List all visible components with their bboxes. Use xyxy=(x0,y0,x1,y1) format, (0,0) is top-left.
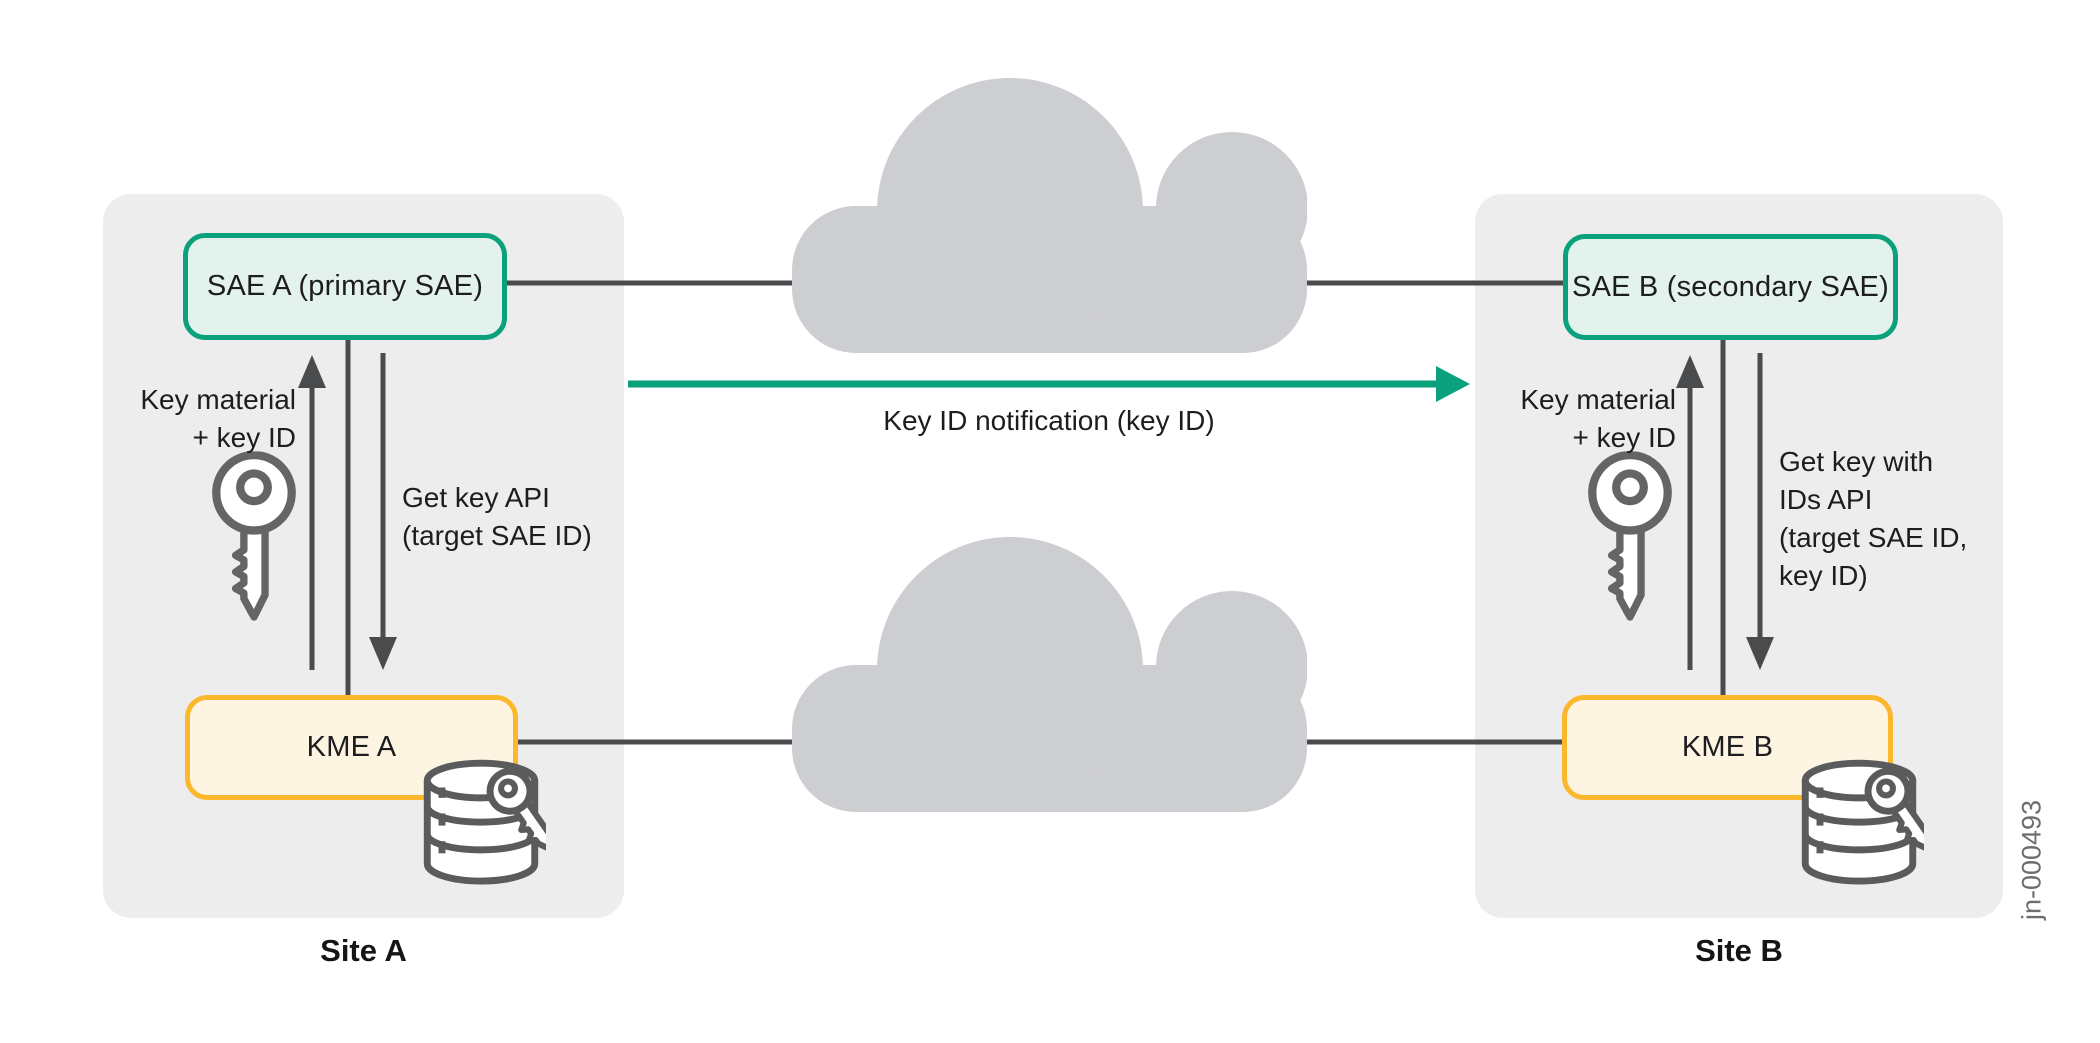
label-line: key ID) xyxy=(1779,560,1868,591)
kme-b-label: KME B xyxy=(1681,731,1774,763)
site-a-get-key-api-label: Get key API (target SAE ID) xyxy=(402,479,592,555)
key-id-notification-label: Key ID notification (key ID) xyxy=(883,405,1215,436)
site-b-title: Site B xyxy=(1695,933,1783,968)
label-line: Key material xyxy=(140,384,296,415)
site-a-up-arrow-head xyxy=(298,355,326,388)
sae-b-node: SAE B (secondary SAE) xyxy=(1563,234,1898,340)
key-icon xyxy=(208,450,300,646)
label-line: (target SAE ID, xyxy=(1779,522,1968,553)
site-b-key-material-label: Key material + key ID xyxy=(1476,381,1676,457)
label-line: Get key API xyxy=(402,482,550,513)
label-line: Get key with xyxy=(1779,446,1934,477)
sae-a-node: SAE A (primary SAE) xyxy=(183,233,507,340)
label-line: (target SAE ID) xyxy=(402,520,592,551)
site-a-down-arrow-head xyxy=(369,637,397,670)
site-b-up-arrow-head xyxy=(1676,355,1704,388)
key-icon xyxy=(1584,450,1676,646)
site-a-title: Site A xyxy=(320,933,407,968)
key-database-icon xyxy=(416,757,546,889)
label-line: + key ID xyxy=(192,422,296,453)
key-database-icon xyxy=(1794,757,1924,889)
site-a-key-material-label: Key material + key ID xyxy=(96,381,296,457)
cloud-icon xyxy=(792,537,1307,812)
cloud-icon xyxy=(792,78,1307,353)
sae-b-label: SAE B (secondary SAE) xyxy=(1572,270,1889,303)
site-b-get-key-with-ids-api-label: Get key with IDs API (target SAE ID, key… xyxy=(1779,443,1967,595)
site-b-down-arrow-head xyxy=(1746,637,1774,670)
sae-a-label: SAE A (primary SAE) xyxy=(206,270,484,302)
label-line: + key ID xyxy=(1572,422,1676,453)
label-line: IDs API xyxy=(1779,484,1873,515)
kme-a-label: KME A xyxy=(306,731,397,763)
green-arrow-head xyxy=(1436,366,1470,402)
figure-id-label: jn-000493 xyxy=(2016,799,2047,921)
label-line: Key material xyxy=(1520,384,1676,415)
